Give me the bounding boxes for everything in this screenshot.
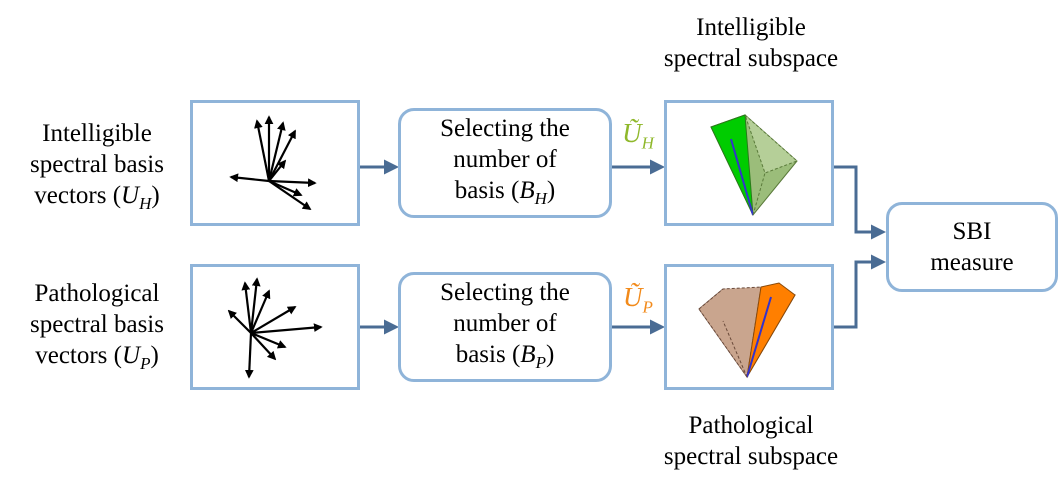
basis-vectors-icon <box>229 115 317 210</box>
flow-arrow-icon <box>832 254 886 329</box>
subspace-title-bottom: Pathological spectral subspace <box>663 412 839 470</box>
basis-vectors-box-top <box>190 100 360 226</box>
output-label-top: ŨH <box>622 118 654 153</box>
input-label-top: Intelligible spectral basis vectors (UH) <box>30 120 164 213</box>
selector-box-bottom: Selecting the number of basis (BP) <box>398 272 612 382</box>
basis-vectors-icon <box>227 277 323 379</box>
subspace-pyramid-icon <box>698 282 796 379</box>
selector-box-top: Selecting the number of basis (BH) <box>398 108 612 218</box>
flow-arrow-icon <box>832 165 886 240</box>
subspace-box-bottom <box>664 264 834 390</box>
sbi-measure-box: SBI measure <box>886 202 1058 292</box>
subspace-pyramid-icon <box>710 113 798 216</box>
subspace-box-top <box>664 100 834 226</box>
subspace-title-top: Intelligible spectral subspace <box>663 14 839 72</box>
basis-vectors-box-bottom <box>190 264 360 390</box>
input-label-bottom: Pathological spectral basis vectors (UP) <box>30 280 164 373</box>
output-label-bottom: ŨP <box>623 282 653 317</box>
